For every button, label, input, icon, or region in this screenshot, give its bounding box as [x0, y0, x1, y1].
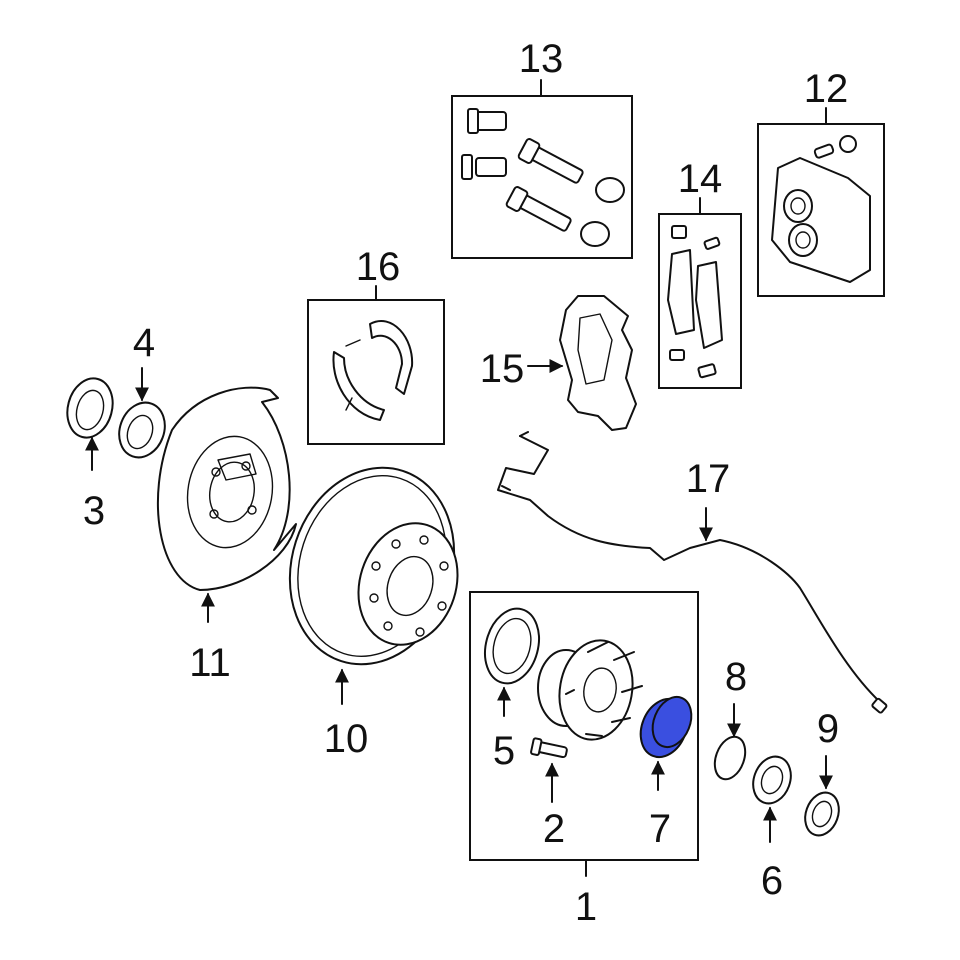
part-3-seal[interactable]: 3 — [61, 373, 119, 533]
callout-6: 6 — [761, 859, 783, 903]
callout-17: 17 — [686, 457, 731, 501]
callout-9: 9 — [817, 707, 839, 751]
part-7-inner-seal[interactable]: 7 — [632, 691, 698, 851]
callout-11: 11 — [189, 641, 231, 685]
caliper-icon — [771, 135, 871, 283]
callout-7: 7 — [649, 807, 671, 851]
callout-5: 5 — [493, 729, 515, 773]
part-13-caliper-hardware-kit[interactable]: 13 — [451, 37, 633, 259]
part-6-wheel-bearing[interactable]: 6 — [747, 751, 797, 903]
inner-seal-icon — [639, 695, 693, 759]
part-10-brake-rotor[interactable]: 10 — [265, 446, 479, 761]
wheel-hub-icon — [537, 639, 643, 741]
part-5-hub-seal[interactable]: 5 — [477, 603, 547, 773]
part-1-hub-assembly[interactable]: 1 5 — [469, 591, 699, 929]
part-11-backing-plate[interactable]: 11 — [156, 386, 297, 685]
callout-16: 16 — [356, 245, 401, 289]
callout-14: 14 — [678, 157, 723, 201]
part-1-frame — [469, 591, 699, 861]
brake-shoe-icon — [332, 320, 414, 421]
brake-line-bracket-icon — [501, 431, 529, 491]
part-17-brake-line[interactable]: 17 — [497, 431, 888, 714]
part-2-wheel-stud[interactable]: 2 — [530, 737, 568, 851]
bracket-window-icon — [577, 313, 613, 385]
seal-icon — [66, 377, 114, 439]
part-12-frame — [757, 123, 885, 297]
callout-15: 15 — [480, 347, 525, 391]
brake-pad-icon — [667, 225, 723, 379]
snap-ring-icon — [713, 735, 747, 781]
part-15-caliper-bracket[interactable]: 15 — [480, 295, 637, 431]
brake-line-icon — [497, 435, 881, 703]
callout-8: 8 — [725, 655, 747, 699]
callout-13: 13 — [519, 37, 564, 81]
callout-2: 2 — [543, 807, 565, 851]
part-9-axle-seal[interactable]: 9 — [799, 707, 844, 840]
brake-rotor-icon — [288, 466, 459, 666]
guide-bolt-icon — [461, 108, 625, 247]
backing-plate-icon — [156, 386, 297, 591]
part-12-brake-caliper[interactable]: 12 — [757, 67, 885, 297]
brake-line-fitting-icon — [871, 697, 888, 714]
axle-seal-icon — [804, 791, 840, 837]
callout-3: 3 — [83, 489, 105, 533]
part-16-parking-brake-shoes[interactable]: 16 — [307, 245, 445, 445]
caliper-bracket-icon — [559, 295, 637, 431]
callout-10: 10 — [324, 717, 369, 761]
callout-4: 4 — [133, 321, 155, 365]
callout-12: 12 — [804, 67, 849, 111]
wheel-bearing-icon — [752, 755, 792, 805]
part-4-bearing[interactable]: 4 — [112, 321, 172, 464]
bearing-icon — [118, 401, 166, 459]
callout-1: 1 — [575, 885, 597, 929]
part-8-snap-ring[interactable]: 8 — [709, 655, 750, 783]
part-14-brake-pads[interactable]: 14 — [658, 157, 742, 389]
hub-seal-icon — [484, 607, 540, 685]
wheel-stud-icon — [530, 737, 568, 759]
